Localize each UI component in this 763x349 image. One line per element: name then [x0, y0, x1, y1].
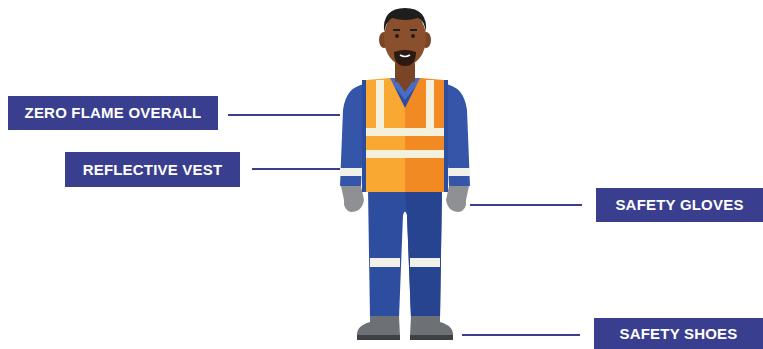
leader-line — [228, 114, 340, 116]
safety-glove — [446, 186, 469, 212]
leader-line — [462, 334, 580, 336]
overall-legs — [368, 188, 442, 318]
part-label: ZERO FLAME OVERALL — [25, 104, 202, 122]
leader-line — [470, 204, 582, 206]
vest-strip — [366, 150, 444, 158]
label-box: REFLECTIVE VEST — [65, 152, 240, 187]
vest-strip — [366, 128, 444, 136]
label-box: SAFETY GLOVES — [596, 188, 763, 222]
overall-leg-shade — [405, 188, 442, 318]
reflective-band — [410, 258, 440, 267]
safety-glove — [341, 186, 364, 212]
label-box: ZERO FLAME OVERALL — [8, 96, 218, 130]
eye — [395, 34, 399, 38]
part-label: SAFETY SHOES — [620, 325, 738, 343]
beard — [394, 50, 416, 66]
reflective-band — [448, 168, 470, 176]
reflective-band — [340, 168, 362, 176]
eyebrow — [393, 29, 417, 31]
eye — [411, 34, 415, 38]
shoe-sole — [410, 335, 453, 340]
shoe-sole — [357, 335, 400, 340]
vest-strip — [376, 80, 384, 130]
reflective-band — [370, 258, 400, 267]
safety-shoe — [357, 316, 400, 336]
label-box: SAFETY SHOES — [594, 318, 763, 349]
part-label: SAFETY GLOVES — [615, 196, 743, 214]
safety-shoe — [410, 316, 453, 336]
vest-strip — [426, 80, 434, 130]
neck — [395, 78, 415, 92]
mouth — [400, 55, 410, 57]
part-label: REFLECTIVE VEST — [83, 161, 223, 179]
hair — [384, 8, 426, 32]
